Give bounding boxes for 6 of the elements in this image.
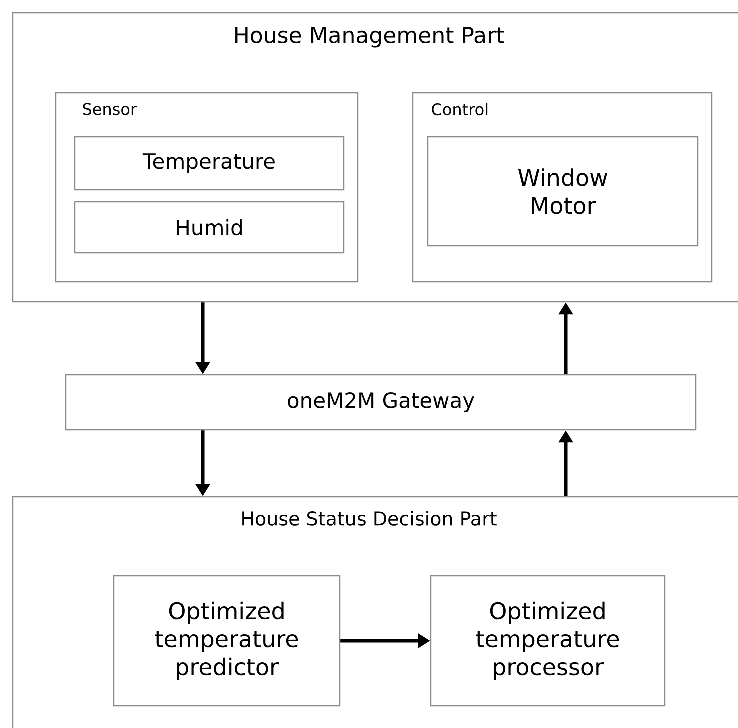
box: Optimized temperature predictor xyxy=(113,575,341,707)
box: Humid xyxy=(74,201,345,254)
box: Optimized temperature processor xyxy=(430,575,666,707)
box: oneM2M Gateway xyxy=(65,374,697,431)
box: Temperature xyxy=(74,136,345,191)
box: Window Motor xyxy=(427,136,699,247)
